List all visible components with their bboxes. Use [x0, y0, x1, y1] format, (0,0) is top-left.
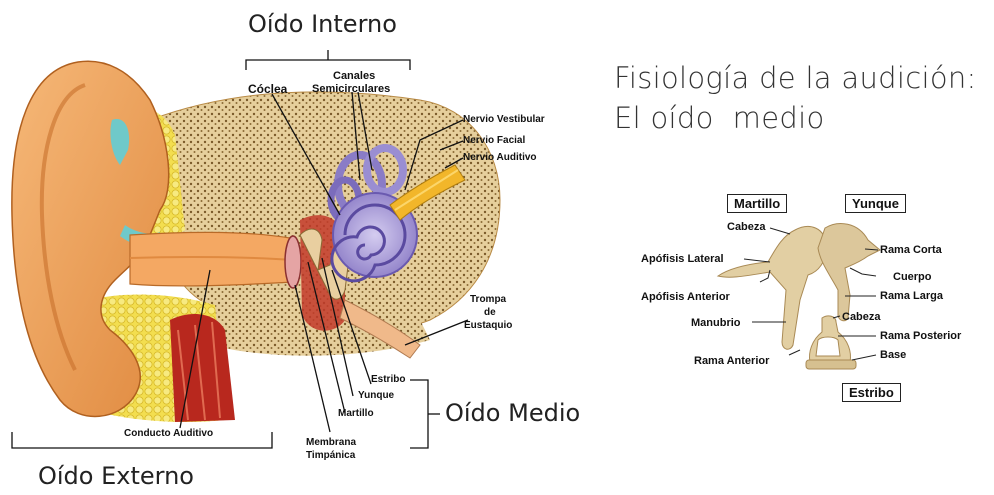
label-nervio-auditivo: Nervio Auditivo	[463, 152, 537, 163]
label-conducto-auditivo: Conducto Auditivo	[124, 428, 213, 439]
label-nervio-facial: Nervio Facial	[463, 135, 525, 146]
label-nervio-vestibular: Nervio Vestibular	[463, 114, 545, 125]
ossicle-label-apofisis-anterior: Apófisis Anterior	[641, 291, 730, 303]
label-martillo: Martillo	[338, 408, 374, 419]
ossicle-label-apofisis-lateral: Apófisis Lateral	[641, 253, 724, 265]
box-yunque: Yunque	[845, 194, 906, 213]
ossicle-label-rama-corta: Rama Corta	[880, 244, 942, 256]
label-coclea: Cóclea	[248, 83, 287, 96]
label-membrana-line1: Membrana	[306, 437, 356, 448]
label-yunque: Yunque	[358, 390, 394, 401]
section-inner-ear-label: Oído Interno	[248, 10, 397, 38]
ossicle-label-base: Base	[880, 349, 906, 361]
label-estribo: Estribo	[371, 374, 405, 385]
slide-title-line1: Fisiología de la audición:	[614, 60, 977, 96]
box-martillo: Martillo	[727, 194, 787, 213]
label-canales-line2: Semicirculares	[312, 83, 390, 95]
slide-title-line2: El oído medio	[614, 100, 825, 136]
label-canales-line1: Canales	[333, 70, 375, 82]
section-middle-ear-label: Oído Medio	[445, 399, 580, 427]
ossicle-label-rama-posterior: Rama Posterior	[880, 330, 961, 342]
ossicle-label-rama-larga: Rama Larga	[880, 290, 943, 302]
ossicle-label-cabeza-martillo: Cabeza	[727, 221, 766, 233]
label-trompa-line3: Eustaquio	[464, 320, 512, 331]
label-trompa-line2: de	[484, 307, 496, 318]
ossicle-label-rama-anterior: Rama Anterior	[694, 355, 769, 367]
ossicle-label-cabeza-estribo: Cabeza	[842, 311, 881, 323]
tympanic-membrane	[285, 236, 301, 288]
box-estribo: Estribo	[842, 383, 901, 402]
label-trompa-line1: Trompa	[470, 294, 506, 305]
ossicle-label-cuerpo: Cuerpo	[893, 271, 932, 283]
section-outer-ear-label: Oído Externo	[38, 462, 194, 490]
label-membrana-line2: Timpánica	[306, 450, 355, 461]
ossicle-label-manubrio: Manubrio	[691, 317, 741, 329]
